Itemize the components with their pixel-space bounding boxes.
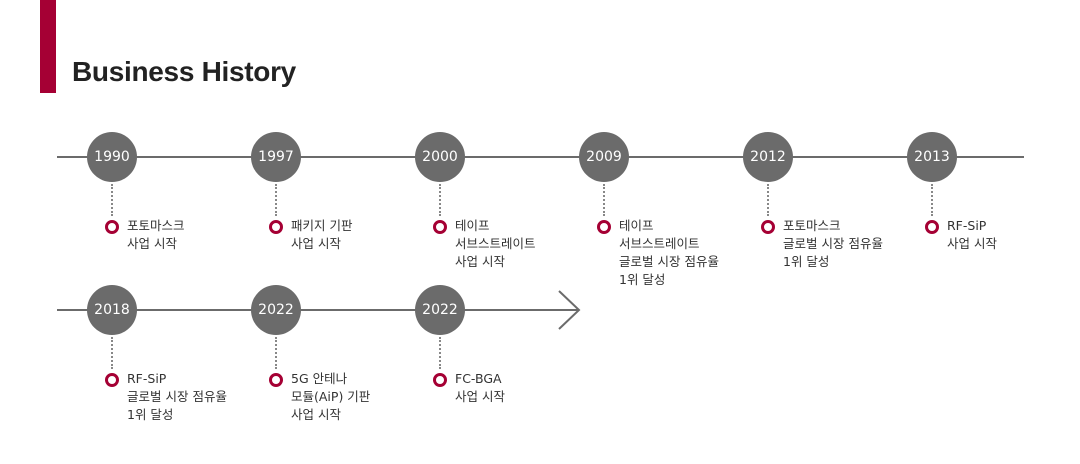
description-line: 서브스트레이트 xyxy=(455,236,536,251)
bullet-ring-icon xyxy=(761,220,775,234)
description-line: RF-SiP xyxy=(947,218,987,233)
description-line: RF-SiP xyxy=(127,371,167,386)
description-line: 사업 시작 xyxy=(947,236,997,251)
description-line: 사업 시작 xyxy=(455,254,505,269)
dotted-connector xyxy=(439,184,441,216)
year-badge: 1997 xyxy=(251,132,301,182)
year-badge: 2009 xyxy=(579,132,629,182)
dotted-connector xyxy=(111,337,113,369)
description-line: 글로벌 시장 점유율 xyxy=(619,254,719,269)
event-description: RF-SiP 사업 시작 xyxy=(947,217,997,253)
description-line: 사업 시작 xyxy=(455,389,505,404)
timeline-line-1 xyxy=(57,156,1024,158)
description-line: 모듈(AiP) 기판 xyxy=(291,389,371,404)
description-line: 5G 안테나 xyxy=(291,371,348,386)
timeline-line-2 xyxy=(57,309,579,311)
description-line: 글로벌 시장 점유율 xyxy=(783,236,883,251)
year-badge: 2012 xyxy=(743,132,793,182)
description-line: 서브스트레이트 xyxy=(619,236,700,251)
dotted-connector xyxy=(275,337,277,369)
description-line: 포토마스크 xyxy=(783,218,841,233)
description-line: 테이프 xyxy=(619,218,654,233)
bullet-ring-icon xyxy=(597,220,611,234)
dotted-connector xyxy=(439,337,441,369)
bullet-ring-icon xyxy=(433,373,447,387)
dotted-connector xyxy=(767,184,769,216)
description-line: FC-BGA xyxy=(455,371,502,386)
year-badge: 1990 xyxy=(87,132,137,182)
dotted-connector xyxy=(931,184,933,216)
accent-bar xyxy=(40,0,56,93)
description-line: 패키지 기판 xyxy=(291,218,353,233)
event-description: FC-BGA 사업 시작 xyxy=(455,370,505,406)
description-line: 사업 시작 xyxy=(291,236,341,251)
description-line: 사업 시작 xyxy=(127,236,177,251)
year-badge: 2013 xyxy=(907,132,957,182)
year-badge: 2022 xyxy=(415,285,465,335)
event-description: RF-SiP 글로벌 시장 점유율 1위 달성 xyxy=(127,370,227,424)
description-line: 1위 달성 xyxy=(619,272,666,287)
bullet-ring-icon xyxy=(269,373,283,387)
year-badge: 2022 xyxy=(251,285,301,335)
dotted-connector xyxy=(603,184,605,216)
description-line: 글로벌 시장 점유율 xyxy=(127,389,227,404)
page-title: Business History xyxy=(72,56,296,87)
description-line: 테이프 xyxy=(455,218,490,233)
bullet-ring-icon xyxy=(105,220,119,234)
year-badge: 2000 xyxy=(415,132,465,182)
bullet-ring-icon xyxy=(433,220,447,234)
arrow-right-icon xyxy=(558,290,581,330)
description-line: 1위 달성 xyxy=(127,407,174,422)
bullet-ring-icon xyxy=(269,220,283,234)
description-line: 1위 달성 xyxy=(783,254,830,269)
description-line: 사업 시작 xyxy=(291,407,341,422)
year-badge: 2018 xyxy=(87,285,137,335)
description-line: 포토마스크 xyxy=(127,218,185,233)
bullet-ring-icon xyxy=(925,220,939,234)
dotted-connector xyxy=(111,184,113,216)
dotted-connector xyxy=(275,184,277,216)
bullet-ring-icon xyxy=(105,373,119,387)
